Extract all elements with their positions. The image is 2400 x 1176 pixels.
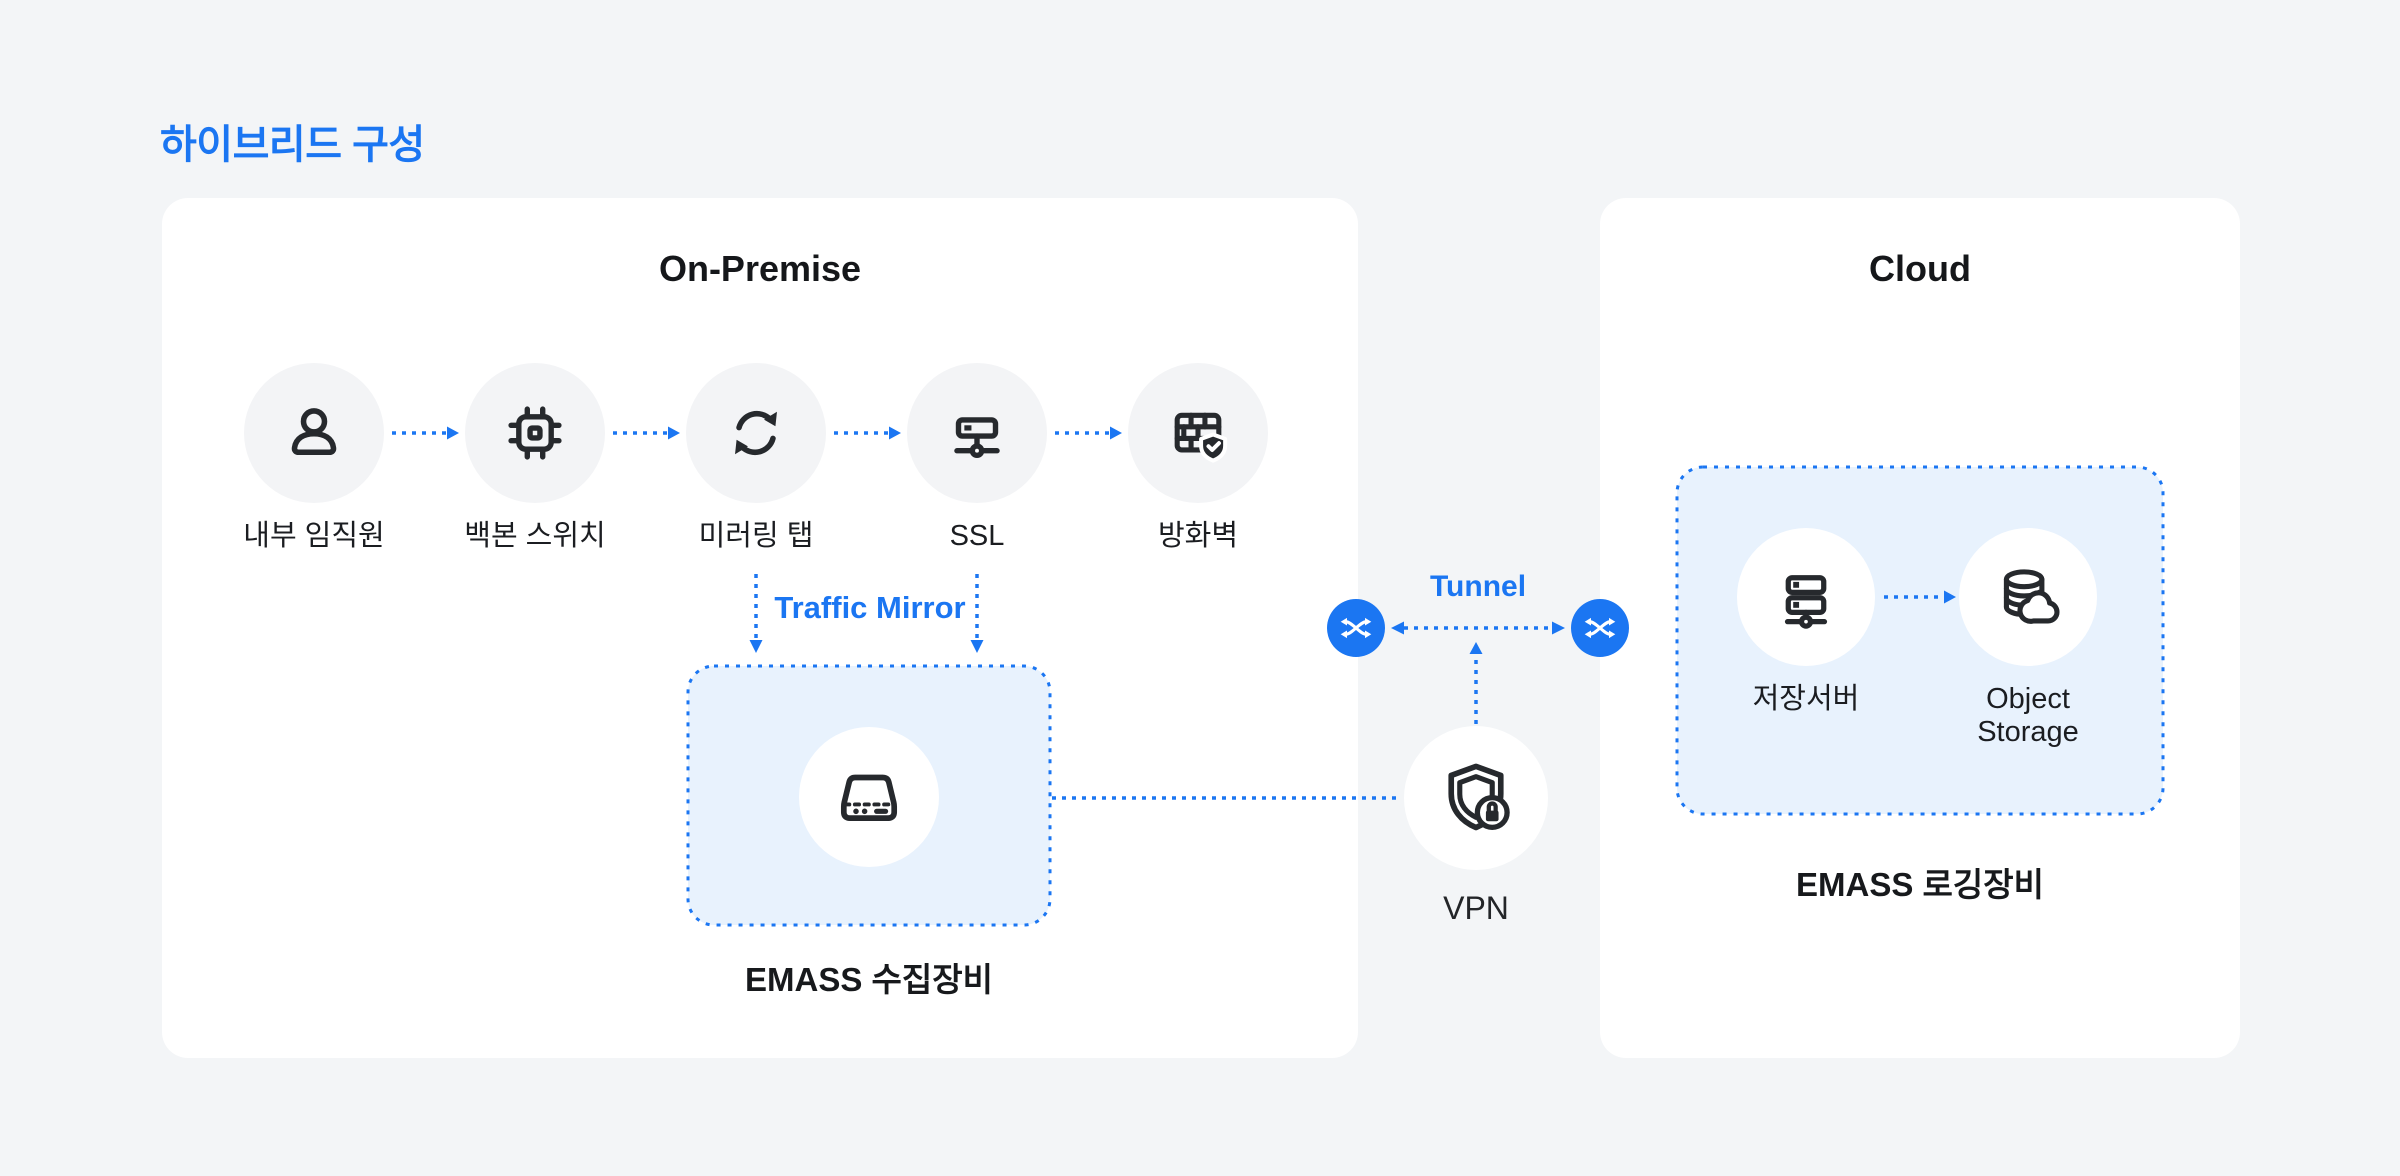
node-label: 백본 스위치 [464,520,606,552]
sync-icon [735,410,777,456]
node-storage-server: 저장서버 [1696,528,1916,716]
page-title: 하이브리드 구성 [160,123,425,167]
network-device-icon [954,417,1000,459]
vpn-label: VPN [1443,890,1509,926]
node-backbone-switch: 백본 스위치 [425,363,645,553]
tunnel-endpoint-right [1571,599,1629,657]
node-mirroring-tap: 미러링 탭 [646,363,866,553]
traffic-mirror-label: Traffic Mirror [774,590,966,625]
flow-arrows [392,431,1944,800]
node-label: 저장서버 [1752,683,1860,715]
collector-box-label: EMASS 수집장비 [745,961,993,998]
node-object-storage: Object Storage [1918,528,2138,749]
node-label: Object Storage [1977,683,2079,748]
vpn-circle [1404,726,1548,870]
object-storage-icon [2003,569,2060,624]
cpu-icon [508,406,562,460]
logging-box-label: EMASS 로깅장비 [1796,866,2044,903]
cloud-panel-title: Cloud [1869,248,1971,289]
tunnel-endpoint-left [1327,599,1385,657]
server-rack-icon [1784,575,1828,629]
node-label: 미러링 탭 [698,520,814,552]
shield-lock-icon [1448,763,1510,831]
node-internal-staff: 내부 임직원 [204,363,424,553]
node-firewall: 방화벽 [1088,363,1308,553]
firewall-icon [1174,412,1228,463]
node-label: 내부 임직원 [243,520,385,552]
collector-device-circle [799,727,939,867]
node-label: SSL [949,520,1005,552]
tunnel-label: Tunnel [1429,570,1527,603]
crossover-arrows-icon [1340,617,1372,639]
crossover-arrows-icon [1584,617,1616,639]
onprem-panel-title: On-Premise [658,248,862,289]
user-icon [291,408,337,456]
arrow-heads [447,426,1956,654]
storage-device-icon [840,774,898,821]
node-ssl: SSL [867,363,1087,553]
node-label: 방화벽 [1157,520,1239,552]
